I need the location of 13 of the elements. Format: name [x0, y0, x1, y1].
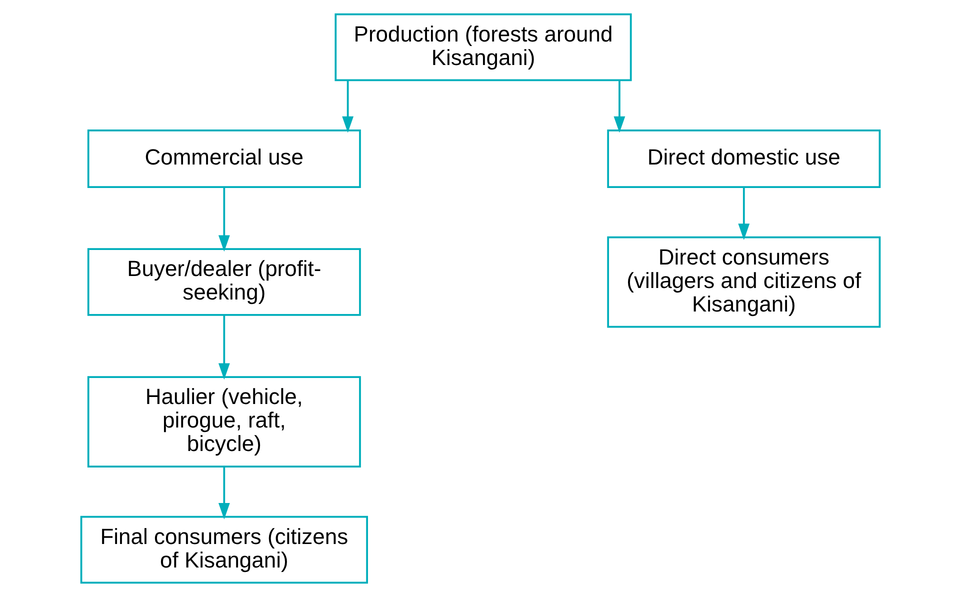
- node-box: Haulier (vehicle, pirogue, raft, bicycle): [86, 376, 360, 468]
- node-box: Direct consumers (villagers and citizens of Kisangani): [606, 236, 880, 328]
- arrow: [342, 80, 354, 133]
- node-box: Direct domestic use: [606, 130, 880, 188]
- arrow: [218, 187, 230, 252]
- node-box: Final consumers (citizens of Kisangani): [80, 516, 368, 584]
- node-box: Buyer/dealer (profit-seeking): [86, 248, 360, 316]
- arrow: [738, 187, 750, 240]
- arrow: [613, 80, 625, 133]
- arrow: [218, 466, 230, 520]
- node-box: Production (forests around Kisangani): [334, 13, 632, 82]
- node-box: Commercial use: [86, 130, 360, 188]
- arrow: [218, 315, 230, 380]
